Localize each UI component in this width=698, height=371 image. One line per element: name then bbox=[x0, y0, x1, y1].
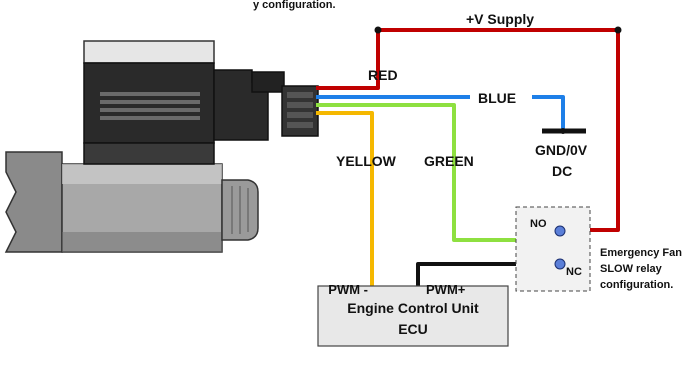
plug-tip bbox=[251, 71, 285, 93]
relay-caption-line2: SLOW relay bbox=[600, 263, 663, 275]
blue-wire-ground bbox=[532, 95, 565, 131]
supply-wire bbox=[378, 28, 620, 232]
supply-junction-dot bbox=[374, 26, 382, 34]
yellow-wire-label: YELLOW bbox=[336, 153, 397, 169]
ecu-label-line2: ECU bbox=[398, 321, 428, 337]
red-wire-label: RED bbox=[368, 67, 398, 83]
relay-nc-contact bbox=[554, 258, 566, 270]
fan-blade-housing bbox=[4, 151, 63, 253]
connector-top-face bbox=[83, 40, 215, 64]
supply-corner-dot bbox=[614, 26, 622, 34]
supply-label: +V Supply bbox=[466, 11, 534, 27]
fan-motor-illustration bbox=[4, 40, 319, 253]
relay-caption-line1: Emergency Fan bbox=[600, 247, 682, 259]
yellow-wire bbox=[316, 111, 374, 286]
red-wire bbox=[316, 30, 380, 90]
top-caption: y conﬁguration. bbox=[253, 0, 336, 11]
pwm-plus-label: PWM+ bbox=[426, 282, 466, 297]
green-wire-label: GREEN bbox=[424, 153, 474, 169]
connector-base bbox=[83, 142, 215, 165]
relay-caption-line3: configuration. bbox=[600, 279, 673, 291]
ground-label-line2: DC bbox=[552, 163, 572, 179]
relay-box bbox=[515, 206, 591, 292]
relay-nc-label: NC bbox=[566, 266, 582, 278]
relay-no-label: NO bbox=[530, 218, 547, 230]
ground-label-line1: GND/0V bbox=[535, 142, 588, 158]
ecu-box bbox=[317, 285, 509, 347]
blue-wire-label: BLUE bbox=[478, 90, 516, 106]
relay-no-contact bbox=[554, 225, 566, 237]
black-wire bbox=[416, 262, 558, 286]
ecu-label-line1: Engine Control Unit bbox=[347, 300, 479, 316]
pwm-minus-label: PWM - bbox=[328, 282, 368, 297]
ground-symbol bbox=[542, 128, 586, 134]
